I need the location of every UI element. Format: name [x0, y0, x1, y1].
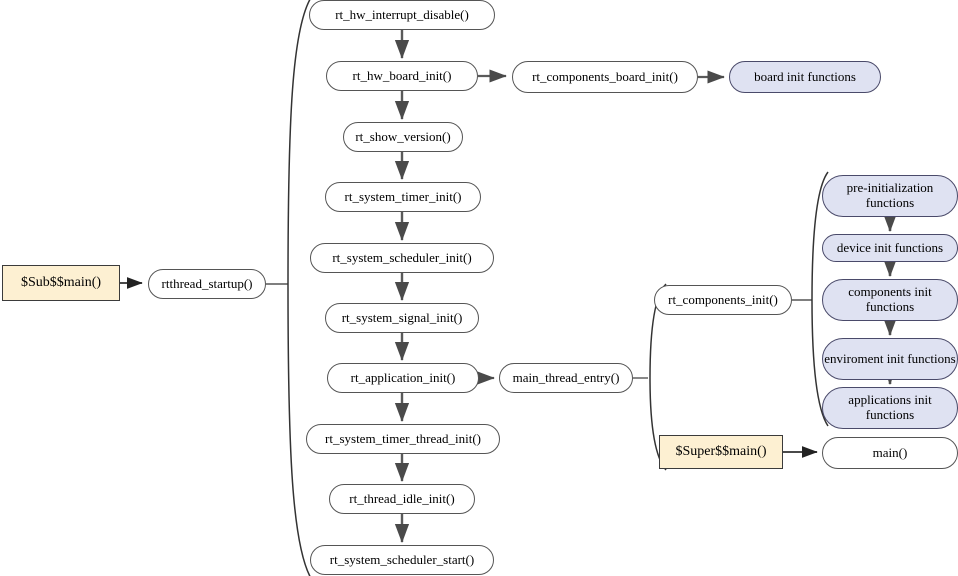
node-rt-system-timer-thread-init-label: rt_system_timer_thread_init(): [325, 430, 481, 446]
node-enviroment-init-functions-label: enviroment init functions: [824, 350, 956, 366]
node-rt-system-scheduler-init[interactable]: rt_system_scheduler_init(): [310, 243, 494, 273]
node-rt-hw-interrupt-disable[interactable]: rt_hw_interrupt_disable(): [309, 0, 495, 30]
node-components-init-functions-label: components init functions: [848, 284, 932, 314]
node-device-init-functions[interactable]: device init functions: [822, 234, 958, 262]
node-rt-components-init[interactable]: rt_components_init(): [654, 285, 792, 315]
node-main[interactable]: main(): [822, 437, 958, 469]
node-rt-components-board-init-label: rt_components_board_init(): [532, 68, 678, 84]
node-rt-hw-interrupt-disable-label: rt_hw_interrupt_disable(): [335, 6, 469, 22]
node-super-main-label: $Super$$main(): [675, 444, 767, 460]
brace-startup-main-chain: [287, 0, 311, 576]
node-rt-system-signal-init-label: rt_system_signal_init(): [341, 309, 463, 325]
node-rt-system-timer-init-label: rt_system_timer_init(): [344, 188, 462, 204]
node-board-init-functions-label: board init functions: [754, 68, 856, 84]
node-board-init-functions[interactable]: board init functions: [729, 61, 881, 93]
node-rt-system-scheduler-start[interactable]: rt_system_scheduler_start(): [310, 545, 494, 575]
node-components-init-functions[interactable]: components init functions: [822, 279, 958, 321]
node-rt-show-version-label: rt_show_version(): [355, 128, 451, 144]
node-rt-components-init-label: rt_components_init(): [668, 291, 778, 307]
node-super-main[interactable]: $Super$$main(): [659, 435, 783, 469]
node-rt-hw-board-init[interactable]: rt_hw_board_init(): [326, 61, 478, 91]
node-main-thread-entry[interactable]: main_thread_entry(): [499, 363, 633, 393]
node-pre-initialization-functions-label: pre-initialization functions: [846, 180, 934, 210]
node-main-label: main(): [872, 444, 908, 460]
node-main-thread-entry-label: main_thread_entry(): [512, 369, 620, 385]
node-rt-hw-board-init-label: rt_hw_board_init(): [352, 67, 452, 83]
node-rt-application-init-label: rt_application_init(): [350, 369, 456, 385]
node-rt-application-init[interactable]: rt_application_init(): [327, 363, 479, 393]
node-rt-system-scheduler-start-label: rt_system_scheduler_start(): [329, 551, 475, 567]
node-rtthread-startup[interactable]: rtthread_startup(): [148, 269, 266, 299]
node-rt-show-version[interactable]: rt_show_version(): [343, 122, 463, 152]
node-rt-thread-idle-init-label: rt_thread_idle_init(): [349, 490, 455, 506]
node-rt-system-scheduler-init-label: rt_system_scheduler_init(): [332, 249, 472, 265]
node-rt-system-timer-init[interactable]: rt_system_timer_init(): [325, 182, 481, 212]
node-rt-system-signal-init[interactable]: rt_system_signal_init(): [325, 303, 479, 333]
node-device-init-functions-label: device init functions: [836, 239, 944, 255]
node-rt-thread-idle-init[interactable]: rt_thread_idle_init(): [329, 484, 475, 514]
node-rtthread-startup-label: rtthread_startup(): [161, 275, 253, 291]
node-enviroment-init-functions[interactable]: enviroment init functions: [822, 338, 958, 380]
node-sub-main[interactable]: $Sub$$main(): [2, 265, 120, 301]
node-pre-initialization-functions[interactable]: pre-initialization functions: [822, 175, 958, 217]
node-applications-init-functions[interactable]: applications init functions: [822, 387, 958, 429]
node-rt-components-board-init[interactable]: rt_components_board_init(): [512, 61, 698, 93]
node-applications-init-functions-label: applications init functions: [848, 392, 932, 422]
node-sub-main-label: $Sub$$main(): [20, 275, 102, 291]
node-rt-system-timer-thread-init[interactable]: rt_system_timer_thread_init(): [306, 424, 500, 454]
